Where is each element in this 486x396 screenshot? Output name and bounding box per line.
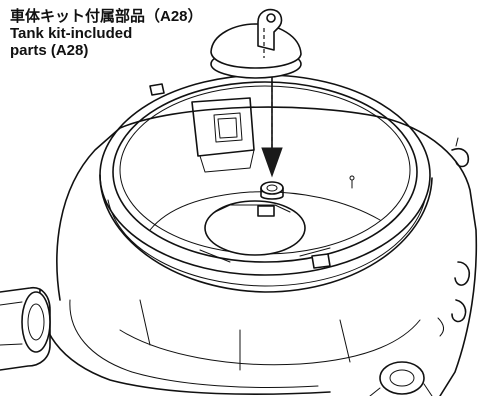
lower-right-fittings [369, 361, 433, 396]
part-callout: 車体キット付属部品（A28） Tank kit-included parts (… [10, 8, 203, 59]
rim-brackets [149, 83, 355, 269]
interior-hatch-block [191, 97, 255, 173]
mount-socket [260, 181, 284, 200]
left-drive-housing [0, 286, 51, 371]
part-label-english-line2: parts (A28) [10, 42, 89, 59]
part-label-english-line1: Tank kit-included [10, 25, 133, 42]
right-side-fittings [437, 137, 471, 337]
part-label-japanese: 車体キット付属部品（A28） [10, 8, 203, 25]
hull-floor [149, 191, 381, 263]
turret-ring [99, 74, 433, 293]
part-a28 [210, 8, 302, 79]
